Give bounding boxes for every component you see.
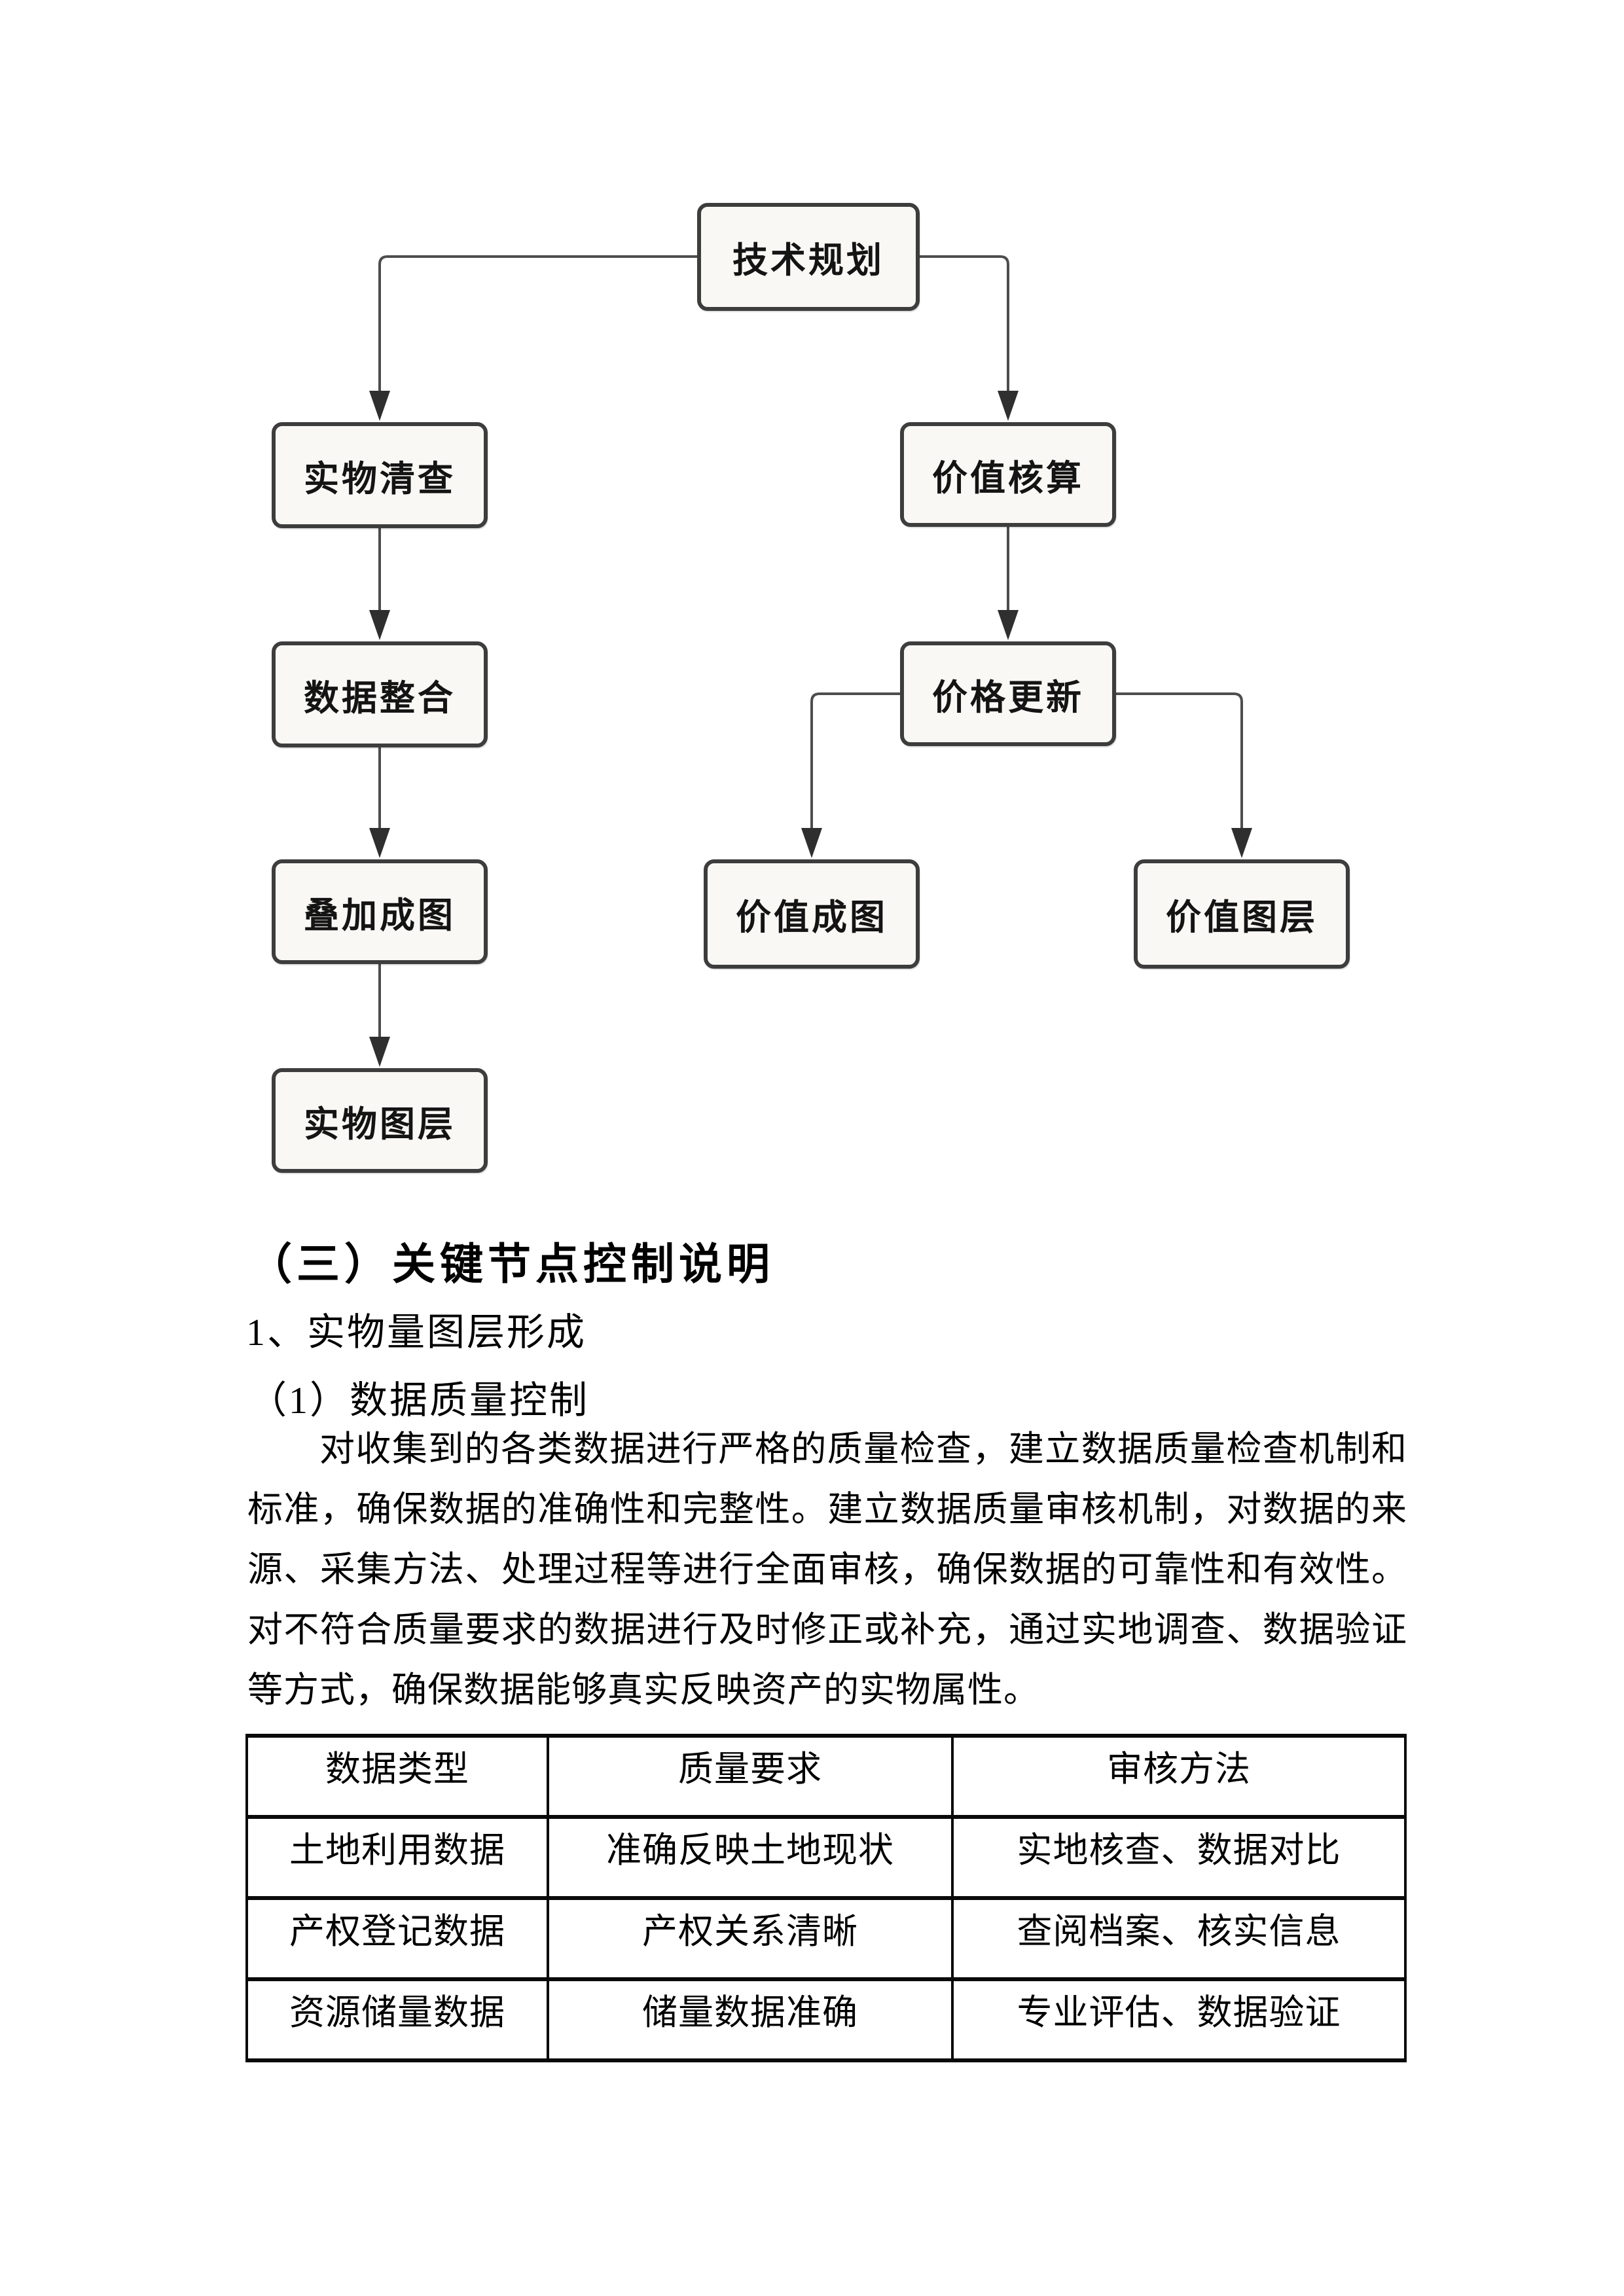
cell-review-method: 实地核查、数据对比	[951, 1815, 1407, 1900]
arrow-down-icon	[801, 828, 822, 858]
connector-valueaccounting-to-priceupdate	[998, 527, 1019, 640]
sub-sub-heading: （1）数据质量控制	[249, 1379, 590, 1422]
node-label: 价值核算	[932, 458, 1084, 498]
flowchart-node-data-integration: 数据整合	[272, 641, 488, 747]
connector-overlay-to-physicallayer	[369, 964, 390, 1067]
node-label: 实物清查	[304, 459, 456, 499]
node-label: 叠加成图	[304, 895, 456, 935]
connector-inventory-to-integration	[369, 528, 390, 640]
cell-quality-req: 产权关系清晰	[547, 1896, 954, 1981]
node-label: 技术规划	[732, 241, 884, 280]
data-quality-table: 数据类型 质量要求 审核方法 土地利用数据 准确反映土地现状 实地核查、数据对比…	[245, 1734, 1407, 2062]
flowchart-connectors	[369, 255, 1252, 1067]
body-paragraph: 对收集到的各类数据进行严格的质量检查，建立数据质量检查机制和标准，确保数据的准确…	[247, 1429, 1407, 1710]
cell-review-method: 查阅档案、核实信息	[951, 1896, 1407, 1981]
flowchart-node-overlay-mapping: 叠加成图	[272, 859, 488, 964]
flowchart-node-physical-layer: 实物图层	[272, 1068, 488, 1173]
arrow-down-icon	[998, 610, 1019, 640]
table-row: 产权登记数据 产权关系清晰 查阅档案、核实信息	[245, 1896, 1407, 1981]
cell-data-type: 土地利用数据	[245, 1815, 549, 1900]
node-label: 实物图层	[304, 1104, 456, 1144]
flowchart-node-value-accounting: 价值核算	[900, 422, 1116, 527]
node-label: 价格更新	[932, 677, 1084, 717]
section-heading: （三）关键节点控制说明	[249, 1241, 774, 1289]
node-label: 数据整合	[304, 678, 456, 718]
arrow-down-icon	[369, 1037, 390, 1067]
sub-heading-numbered: 1、实物量图层形成	[246, 1311, 587, 1354]
table-row: 土地利用数据 准确反映土地现状 实地核查、数据对比	[245, 1815, 1407, 1900]
node-label: 价值成图	[736, 898, 888, 937]
cell-review-method: 专业评估、数据验证	[951, 1977, 1407, 2062]
table-row: 资源储量数据 储量数据准确 专业评估、数据验证	[245, 1977, 1407, 2062]
col-header-quality-req: 质量要求	[547, 1734, 954, 1819]
connector-integration-to-overlay	[369, 747, 390, 858]
table-header-row: 数据类型 质量要求 审核方法	[245, 1734, 1407, 1819]
arrow-down-icon	[1231, 828, 1252, 858]
cell-quality-req: 准确反映土地现状	[547, 1815, 954, 1900]
col-header-data-type: 数据类型	[245, 1734, 549, 1819]
node-label: 价值图层	[1166, 898, 1318, 937]
flowchart-node-price-update: 价格更新	[900, 641, 1116, 746]
arrow-down-icon	[369, 610, 390, 640]
cell-quality-req: 储量数据准确	[547, 1977, 954, 2062]
flowchart-node-tech-planning: 技术规划	[697, 203, 920, 311]
flowchart-node-value-mapping: 价值成图	[704, 859, 920, 969]
arrow-down-icon	[369, 828, 390, 858]
arrow-down-icon	[998, 391, 1019, 421]
flowchart-node-physical-inventory: 实物清查	[272, 422, 488, 528]
connector-priceupdate-to-valuelayer	[1116, 692, 1252, 858]
col-header-review-method: 审核方法	[951, 1734, 1407, 1819]
arrow-down-icon	[369, 391, 390, 421]
connector-techplanning-to-valueaccounting	[920, 255, 1019, 421]
connector-priceupdate-to-valuemapping	[801, 692, 900, 858]
flowchart-node-value-layer: 价值图层	[1134, 859, 1350, 969]
cell-data-type: 资源储量数据	[245, 1977, 549, 2062]
connector-techplanning-to-inventory	[369, 255, 697, 421]
cell-data-type: 产权登记数据	[245, 1896, 549, 1981]
